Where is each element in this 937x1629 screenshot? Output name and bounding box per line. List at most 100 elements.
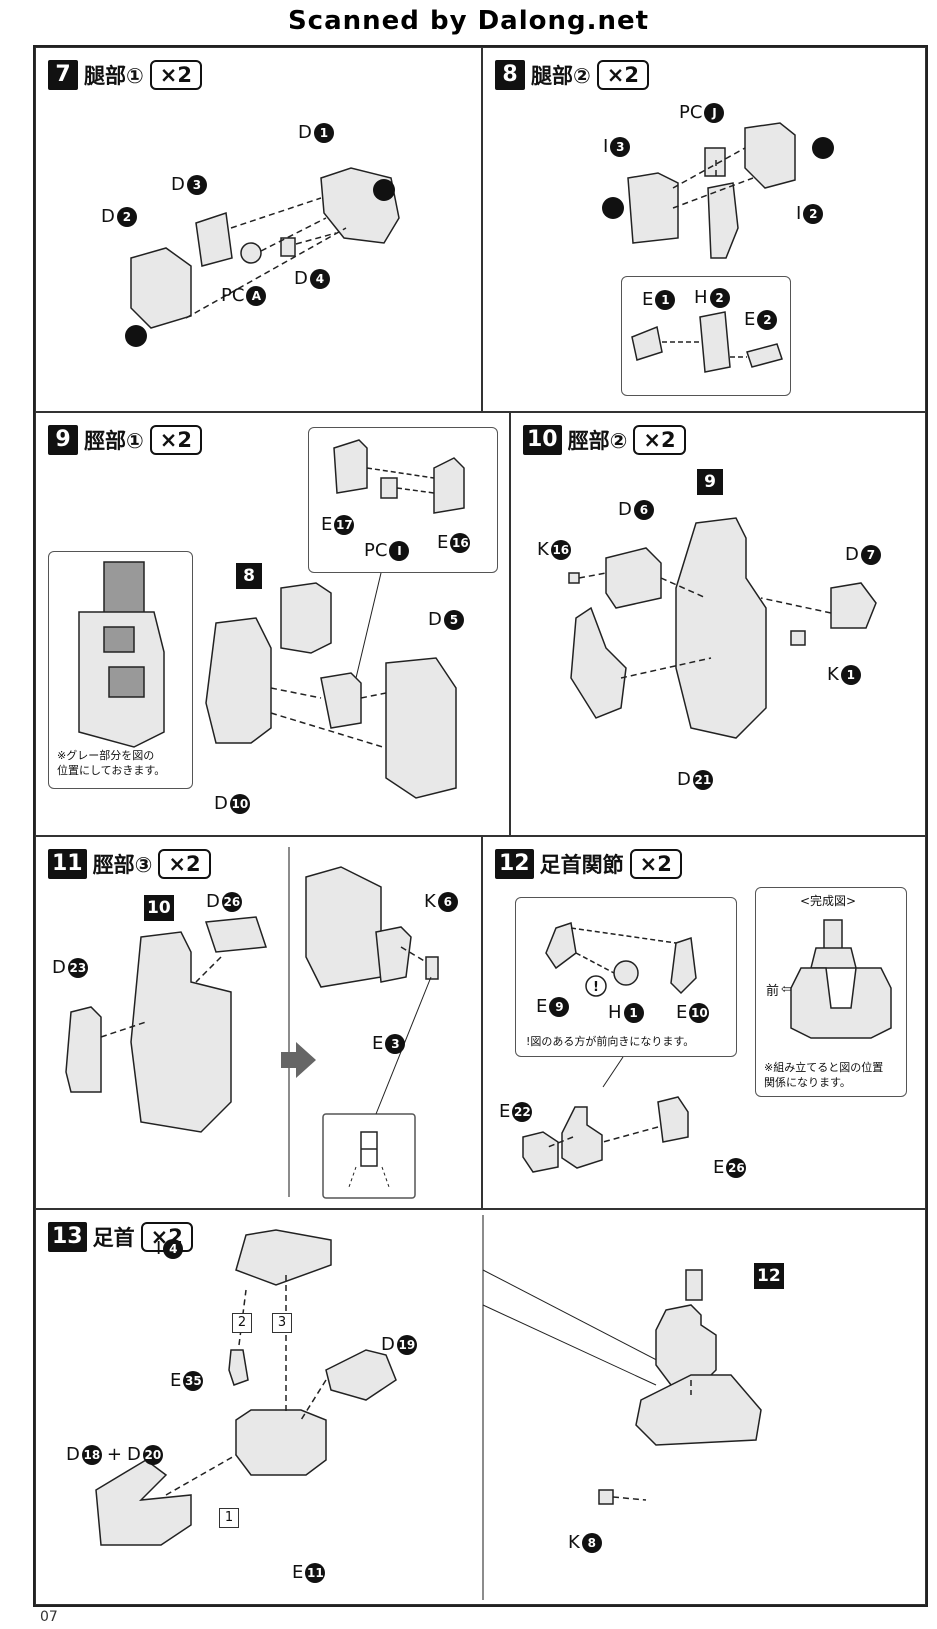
step-9-header: 9 脛部① ×2 xyxy=(48,425,202,455)
part-number: 1 xyxy=(655,289,676,310)
runner-letter: E xyxy=(372,1033,384,1054)
gray-part-reference-illustration xyxy=(78,561,165,748)
part-number: 2 xyxy=(757,309,778,330)
gray-part-note: ※グレー部分を図の 位置にしておきます。 xyxy=(57,749,166,777)
step-reference: 8 xyxy=(236,563,262,589)
part-number: 21 xyxy=(692,769,713,790)
step-9-panel: 9 脛部① ×2 ※グレー部分を図の 位置にしておきます。 xyxy=(35,412,510,836)
part-number: 19 xyxy=(396,1334,417,1355)
step-title: 脛部② xyxy=(567,429,628,453)
runner-letter: E xyxy=(292,1562,304,1583)
forward-direction-note: !図のある方が前向きになります。 xyxy=(526,1035,695,1048)
part-number: 1 xyxy=(840,664,861,685)
runner-letter: E xyxy=(536,996,548,1017)
order-number: 1 xyxy=(219,1508,239,1528)
completed-ankle-illustration xyxy=(790,919,892,1039)
runner-letter: E xyxy=(676,1002,688,1023)
runner-letter: D xyxy=(298,122,312,143)
runner-letter: E xyxy=(170,1370,182,1391)
step-10-header: 10 脛部② ×2 xyxy=(523,425,686,455)
ref-step-12: 12 xyxy=(754,1263,784,1289)
runner-letter: I xyxy=(603,136,609,157)
thigh-joint-illustration xyxy=(602,122,834,259)
runner-letter: K xyxy=(537,539,549,560)
front-direction-label: 前⇦ xyxy=(766,980,792,999)
step-title: 腿部① xyxy=(84,64,144,88)
ankle-joint-parts-illustration: ! xyxy=(545,922,697,997)
part-number: 26 xyxy=(726,1157,747,1178)
step-quantity: ×2 xyxy=(633,425,686,455)
shin-armor-illustration xyxy=(568,517,877,739)
step-number: 7 xyxy=(48,60,78,90)
runner-letter: D xyxy=(677,769,691,790)
arrow-left-icon: ⇦ xyxy=(781,982,792,997)
step-7-header: 7 腿部① ×2 xyxy=(48,60,202,90)
step-11-header: 11 脛部③ ×2 xyxy=(48,849,211,879)
part-number: 8 xyxy=(581,1532,602,1553)
runner-letter: D xyxy=(126,1444,141,1465)
part-number: I xyxy=(389,540,410,561)
runner-letter: D xyxy=(845,544,859,565)
part-number: 1 xyxy=(313,122,334,143)
step-quantity: ×2 xyxy=(149,60,202,90)
step-reference: 12 xyxy=(754,1263,784,1289)
part-number: 20 xyxy=(142,1444,163,1465)
completed-view-box: <完成図> 前⇦ ※組み立てると図の位置 関係になります。 xyxy=(755,887,907,1097)
step-title: 腿部② xyxy=(531,64,591,88)
part-number: 2 xyxy=(116,206,137,227)
manual-page-frame xyxy=(33,45,928,1607)
part-number: 3 xyxy=(186,174,207,195)
runner-letter: H xyxy=(694,287,708,308)
shin-assembly-illustration xyxy=(205,572,457,799)
part-number: 10 xyxy=(229,793,250,814)
runner-letter: I xyxy=(156,1238,162,1259)
runner-letter: PC xyxy=(364,540,388,561)
part-number: 18 xyxy=(81,1444,102,1465)
part-number: 16 xyxy=(450,532,471,553)
part-number: 16 xyxy=(550,539,571,560)
runner-letter: E xyxy=(744,309,756,330)
runner-letter: D xyxy=(171,174,185,195)
runner-letter: D xyxy=(101,206,115,227)
part-number: 2 xyxy=(709,287,730,308)
runner-letter: D xyxy=(428,609,442,630)
step-reference: 9 xyxy=(697,469,723,495)
part-number: J xyxy=(704,102,725,123)
part-number: 23 xyxy=(67,957,88,978)
ref-step-10: 10 xyxy=(144,895,174,921)
order-number: 2 xyxy=(232,1313,252,1333)
part-number: 3 xyxy=(610,136,631,157)
shin-cover-illustration xyxy=(65,847,439,1199)
part-number: A xyxy=(246,285,267,306)
foot-assembly-illustration xyxy=(95,1215,762,1600)
runner-letter: D xyxy=(52,957,66,978)
runner-letter: K xyxy=(827,664,839,685)
runner-letter: I xyxy=(796,203,802,224)
part-number: 7 xyxy=(860,544,881,565)
page-number: 07 xyxy=(40,1609,58,1625)
runner-letter: H xyxy=(608,1002,622,1023)
step-number: 12 xyxy=(495,849,534,879)
step-number: 11 xyxy=(48,849,87,879)
step-quantity: ×2 xyxy=(629,849,682,879)
